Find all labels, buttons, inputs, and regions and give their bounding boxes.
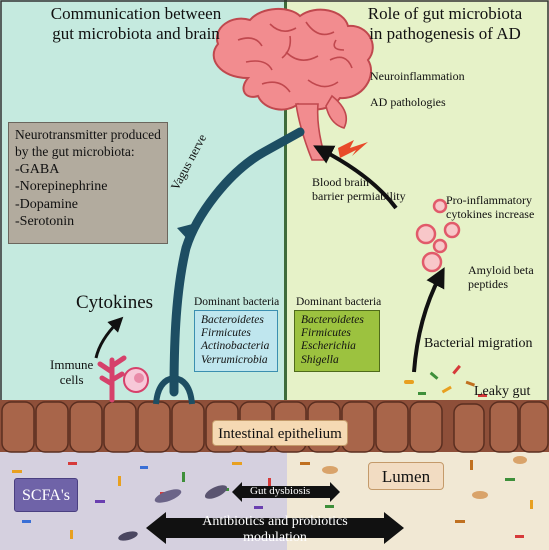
right-dominant-bacteria-box: Bacteroidetes Firmicutes Escherichia Shi… xyxy=(294,310,380,372)
right-bacteria-item: Escherichia xyxy=(301,340,356,353)
right-title: Role of gut microbiota in pathogenesis o… xyxy=(342,4,548,43)
scfa-box: SCFA's xyxy=(14,478,78,512)
pro-inflammatory-line2: cytokines increase xyxy=(446,206,535,221)
antibiotics-line1: Antibiotics and probiotics xyxy=(202,514,348,529)
right-bacteria-item: Firmicutes xyxy=(301,327,351,340)
bbb-label: Blood brain barrier permiability xyxy=(312,175,406,204)
bbb-arrow-icon xyxy=(313,145,398,210)
lumen-box: Lumen xyxy=(368,462,444,490)
bacterium-icon xyxy=(154,489,182,503)
pro-inflammatory-label: Pro-inflammatory cytokines increase xyxy=(446,193,535,222)
left-title: Communication between gut microbiota and… xyxy=(6,4,266,43)
left-bacteria-item: Bacteroidetes xyxy=(201,314,264,326)
bacterial-migration-arrow-icon xyxy=(412,267,445,373)
right-dominant-bacteria-heading: Dominant bacteria xyxy=(296,296,382,308)
right-bacteria-item: Shigella xyxy=(301,353,339,366)
gut-dysbiosis-arrow-icon xyxy=(232,482,340,502)
cytokine-circles-icon xyxy=(415,198,461,273)
bacterium-icon xyxy=(204,485,228,499)
intestinal-epithelium-box: Intestinal epithelium xyxy=(212,420,348,446)
neurotransmitter-box: Neurotransmitter produced by the gut mic… xyxy=(8,122,168,244)
lumen-label: Lumen xyxy=(381,467,431,486)
neurotransmitter-heading-line2: by the gut microbiota: xyxy=(15,143,135,159)
bbb-line1: Blood brain xyxy=(312,175,369,189)
pro-inflammatory-line1: Pro-inflammatory xyxy=(446,193,532,207)
ad-pathologies-label: AD pathologies xyxy=(370,95,446,109)
epithelium-cells xyxy=(1,401,549,453)
neurotransmitter-item: -Serotonin xyxy=(15,214,75,230)
lightning-icon xyxy=(338,140,368,158)
left-bacteria-item: Actinobacteria xyxy=(201,340,270,353)
amyloid-line2: peptides xyxy=(468,276,508,291)
amyloid-line1: Amyloid beta xyxy=(468,263,534,277)
nerve-terminal-icon xyxy=(153,374,195,405)
antibiotics-arrow-icon xyxy=(146,512,404,544)
right-bacteria-item: Bacteroidetes xyxy=(301,314,364,326)
immune-cells-line1: Immune xyxy=(50,357,94,372)
leaky-gut-label: Leaky gut xyxy=(474,384,531,399)
cytokines-arrow-icon xyxy=(94,316,124,359)
immune-cells-line2: cells xyxy=(59,371,84,387)
neurotransmitter-item: -Norepinephrine xyxy=(15,179,108,195)
gut-dysbiosis-label: Gut dysbiosis xyxy=(250,485,311,497)
antibiotics-line2: modulation xyxy=(243,530,307,546)
neurotransmitter-heading-line1: Neurotransmitter produced xyxy=(15,127,161,142)
left-bacteria-item: Firmicutes xyxy=(201,327,251,340)
cytokines-label: Cytokines xyxy=(76,292,154,313)
neuroinflammation-label: Neuroinflammation xyxy=(370,69,465,83)
amyloid-label: Amyloid beta peptides xyxy=(468,263,534,292)
panel-divider xyxy=(284,0,287,430)
bacterial-migration-label: Bacterial migration xyxy=(424,336,533,351)
left-title-line1: Communication between xyxy=(50,4,222,23)
left-bacteria-item: Verrumicrobia xyxy=(201,353,268,366)
neurotransmitter-item: -GABA xyxy=(15,161,60,177)
bacterium-icon xyxy=(118,531,138,541)
left-title-line2: gut microbiota and brain xyxy=(52,23,220,43)
right-title-line1: Role of gut microbiota xyxy=(367,4,523,23)
left-dominant-bacteria-heading: Dominant bacteria xyxy=(194,296,280,308)
vagus-nerve-arrowhead-icon xyxy=(177,222,200,242)
scfa-label: SCFA's xyxy=(22,487,70,504)
immune-cell-icon xyxy=(97,355,149,403)
intestinal-epithelium-label: Intestinal epithelium xyxy=(218,426,342,442)
vagus-nerve-icon xyxy=(169,127,305,397)
bbb-line2: barrier permiability xyxy=(312,188,406,203)
immune-cells-label: Immune cells xyxy=(50,357,94,388)
right-title-line2: in pathogenesis of AD xyxy=(369,23,521,43)
leaky-gut-bacteria xyxy=(404,364,487,397)
left-dominant-bacteria-box: Bacteroidetes Firmicutes Actinobacteria … xyxy=(194,310,278,372)
antibiotics-label: Antibiotics and probiotics modulation xyxy=(170,514,380,546)
neurotransmitter-item: -Dopamine xyxy=(15,196,78,212)
